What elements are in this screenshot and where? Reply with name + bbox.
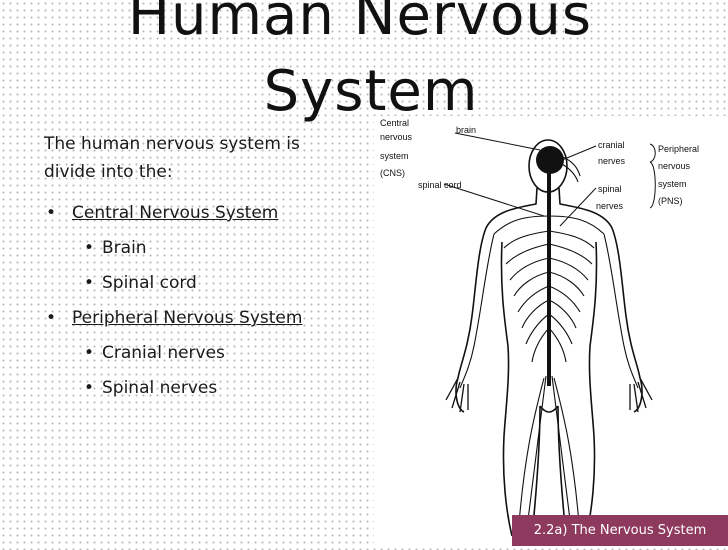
title-line-2: System — [263, 59, 479, 124]
brain-shape — [536, 146, 564, 174]
title-line-1: Human Nervous — [127, 0, 593, 48]
body-outline-figure: Central nervous system (CNS) brain spina… — [380, 118, 699, 537]
bullet-pns: Peripheral Nervous System — [44, 301, 302, 336]
intro-text: The human nervous system is divide into … — [44, 134, 300, 182]
label-cranial-1: cranial — [598, 140, 625, 150]
section-badge: 2.2a) The Nervous System — [512, 515, 728, 546]
spinal-nerves — [459, 155, 639, 537]
bullet-cns: Central Nervous System — [44, 196, 302, 231]
label-cranial-2: nerves — [598, 156, 626, 166]
label-pns-3: system — [658, 179, 687, 189]
label-leaders — [443, 132, 656, 227]
bullet-cranial-nerves: Cranial nerves — [44, 336, 302, 371]
label-pns-1: Peripheral — [658, 144, 699, 154]
label-cns-3: system — [380, 151, 409, 161]
label-cns-4: (CNS) — [380, 168, 405, 178]
hand-left-outline — [445, 377, 469, 413]
label-spinal-2: nerves — [596, 201, 624, 211]
bullet-spinal-nerves: Spinal nerves — [44, 371, 302, 406]
hand-right-outline — [629, 377, 653, 413]
diagram-labels: Central nervous system (CNS) brain spina… — [380, 118, 699, 211]
label-pns-4: (PNS) — [658, 196, 683, 206]
bullet-list: Central Nervous System Brain Spinal cord… — [44, 196, 302, 406]
bullet-spinal-cord: Spinal cord — [44, 266, 302, 301]
label-brain: brain — [456, 125, 476, 135]
label-spinal-1: spinal — [598, 184, 622, 194]
label-cns-1: Central — [380, 118, 409, 128]
slide-title: Human Nervous System — [60, 0, 660, 130]
label-spinal-cord: spinal cord — [418, 180, 462, 190]
bullet-brain: Brain — [44, 231, 302, 266]
label-cns-2: nervous — [380, 132, 413, 142]
nervous-system-diagram: Central nervous system (CNS) brain spina… — [374, 116, 728, 546]
label-pns-2: nervous — [658, 161, 691, 171]
